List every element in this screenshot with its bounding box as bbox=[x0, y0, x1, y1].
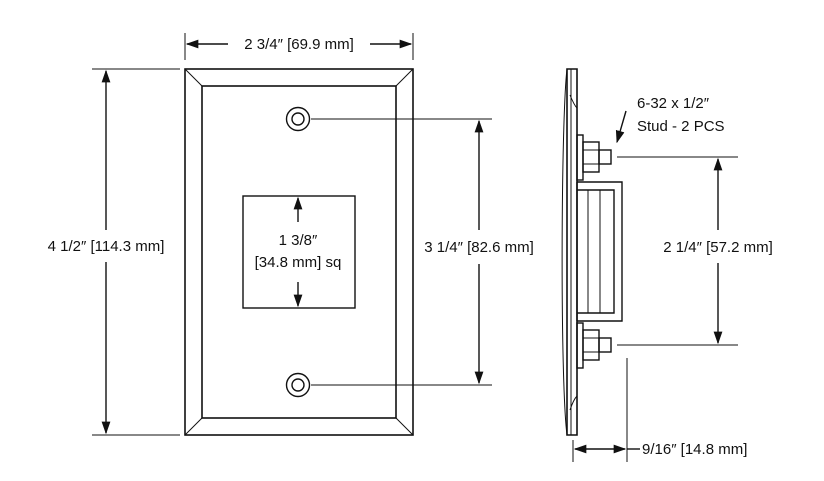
opening-size-label-line2: [34.8 mm] sq bbox=[255, 254, 342, 271]
side-view: 6-32 x 1/2″ Stud - 2 PCS 2 1/4″ [57.2 mm… bbox=[561, 68, 773, 462]
plate-profile bbox=[566, 68, 578, 436]
plate-inner-face bbox=[201, 85, 397, 419]
stud-spacing-label: 2 1/4″ [57.2 mm] bbox=[663, 239, 773, 256]
depth-label: 9/16″ [14.8 mm] bbox=[642, 441, 747, 458]
mounting-bracket bbox=[576, 181, 623, 322]
mounting-hole-bottom bbox=[285, 372, 311, 398]
mounting-hole-top bbox=[285, 106, 311, 132]
opening-size-label-line1: 1 3/8″ bbox=[279, 232, 318, 249]
stud-bottom bbox=[576, 322, 612, 369]
square-opening bbox=[242, 195, 356, 309]
stud-callout-line2: Stud - 2 PCS bbox=[637, 118, 725, 135]
stud-callout-line1: 6-32 x 1/2″ bbox=[637, 95, 710, 112]
hole-spacing-label: 3 1/4″ [82.6 mm] bbox=[424, 239, 534, 256]
stud-top bbox=[576, 134, 612, 181]
plate-height-label: 4 1/2″ [114.3 mm] bbox=[48, 238, 165, 255]
front-view: 1 3/8″ [34.8 mm] sq 2 3/4″ [69.9 mm] 4 1… bbox=[48, 33, 534, 436]
plate-width-label: 2 3/4″ [69.9 mm] bbox=[244, 36, 354, 53]
